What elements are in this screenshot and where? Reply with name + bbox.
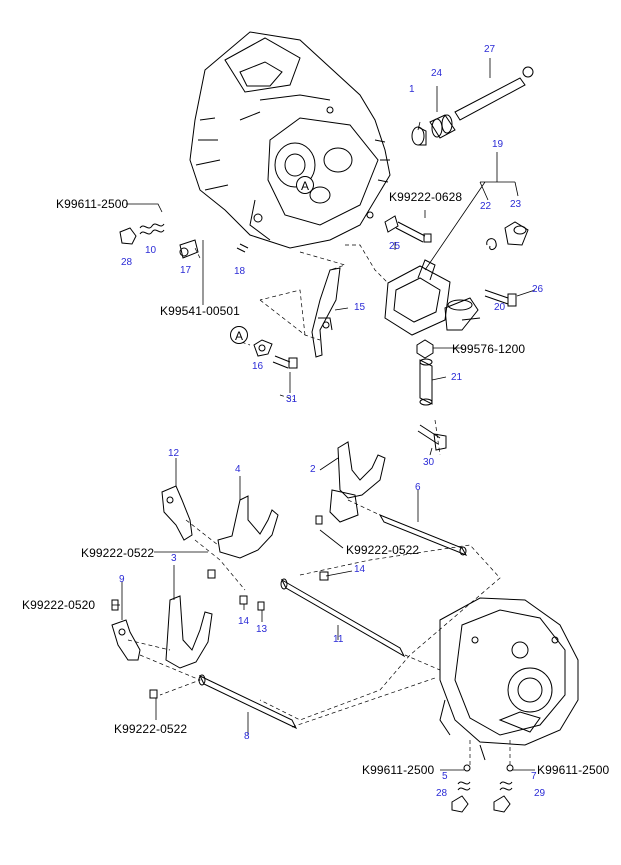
part-number-14-right: 14 <box>354 564 366 575</box>
part-number-29: 29 <box>534 788 546 799</box>
part-24-boot <box>429 114 456 139</box>
part-code-k99611-2500-bottom-left: K99611-2500 <box>362 763 435 777</box>
callout-a-bracket: A <box>230 326 248 344</box>
part-number-14-left: 14 <box>238 616 250 627</box>
part-number-9: 9 <box>119 574 125 585</box>
part-number-2: 2 <box>310 464 316 475</box>
part-28-plug-bottom <box>451 781 471 813</box>
part-22-clip <box>486 238 497 251</box>
part-number-26: 26 <box>532 284 544 295</box>
part-10-spring <box>139 223 165 235</box>
part-2-shift-fork <box>329 441 386 523</box>
part-31-bolt <box>272 355 298 369</box>
part-18-pin <box>236 243 249 253</box>
part-number-4: 4 <box>235 464 241 475</box>
part-code-k99222-0628: K99222-0628 <box>389 190 463 204</box>
part-28-plug-top <box>119 227 137 245</box>
part-number-30: 30 <box>423 457 435 468</box>
part-number-28-bottom: 28 <box>436 788 448 799</box>
part-number-7: 7 <box>531 771 537 782</box>
part-number-1: 1 <box>409 84 415 95</box>
part-8-shift-rod <box>198 674 298 730</box>
part-number-25: 25 <box>389 241 401 252</box>
part-3-shift-fork <box>165 595 213 669</box>
part-6-shift-rod <box>378 513 468 557</box>
part-19-bracket <box>384 259 451 336</box>
part-number-18: 18 <box>234 266 246 277</box>
part-number-21: 21 <box>451 372 463 383</box>
part-number-19: 19 <box>492 139 504 150</box>
k99576-nut <box>416 339 434 359</box>
part-code-k99541-00501: K99541-00501 <box>160 304 240 318</box>
part-number-11: 11 <box>333 634 344 645</box>
part-number-31: 31 <box>286 394 298 405</box>
part-code-k99222-0522-a: K99222-0522 <box>81 546 155 560</box>
part-number-20: 20 <box>494 302 506 313</box>
transmission-case-lower <box>439 597 579 761</box>
part-number-28-top: 28 <box>121 257 133 268</box>
part-23-cap <box>504 221 529 246</box>
callout-a-case: A <box>296 176 314 194</box>
part-12-shift-lever <box>161 485 193 541</box>
part-9-lever <box>111 619 141 661</box>
part-4-shift-fork <box>217 495 279 559</box>
part-code-k99222-0522-c: K99222-0522 <box>114 722 188 736</box>
part-number-13: 13 <box>256 624 268 635</box>
part-number-15: 15 <box>354 302 366 313</box>
part-5-ball <box>463 764 471 772</box>
part-number-16: 16 <box>252 361 264 372</box>
part-number-17: 17 <box>180 265 192 276</box>
part-16-bracket <box>253 339 273 357</box>
part-30-bolt <box>417 424 447 451</box>
part-15-fork <box>311 267 341 358</box>
part-1-bushing <box>411 126 427 146</box>
part-17-detent-ball <box>179 239 199 259</box>
part-21-pin <box>419 358 433 406</box>
part-number-8: 8 <box>244 731 250 742</box>
small-pins <box>111 515 329 699</box>
part-code-k99222-0522-b: K99222-0522 <box>346 543 420 557</box>
part-25-bolt <box>384 215 432 243</box>
part-number-12: 12 <box>168 448 180 459</box>
part-code-k99576-1200: K99576-1200 <box>452 342 526 356</box>
part-number-5: 5 <box>442 771 448 782</box>
part-29-plug <box>493 781 513 813</box>
part-number-3: 3 <box>171 553 177 564</box>
part-number-24: 24 <box>431 68 443 79</box>
part-number-23: 23 <box>510 199 522 210</box>
part-number-27: 27 <box>484 44 496 55</box>
part-27-rod <box>454 66 534 121</box>
part-number-10: 10 <box>145 245 157 256</box>
part-11-shift-rod <box>280 578 406 658</box>
part-26-bolt <box>484 289 517 307</box>
transmission-case-upper <box>189 31 391 249</box>
part-number-22: 22 <box>480 201 492 212</box>
part-number-6: 6 <box>415 482 421 493</box>
part-code-k99611-2500-bottom-right: K99611-2500 <box>537 763 610 777</box>
part-20-lever <box>444 297 481 331</box>
part-code-k99611-2500-top: K99611-2500 <box>56 197 129 211</box>
part-code-k99222-0520: K99222-0520 <box>22 598 96 612</box>
